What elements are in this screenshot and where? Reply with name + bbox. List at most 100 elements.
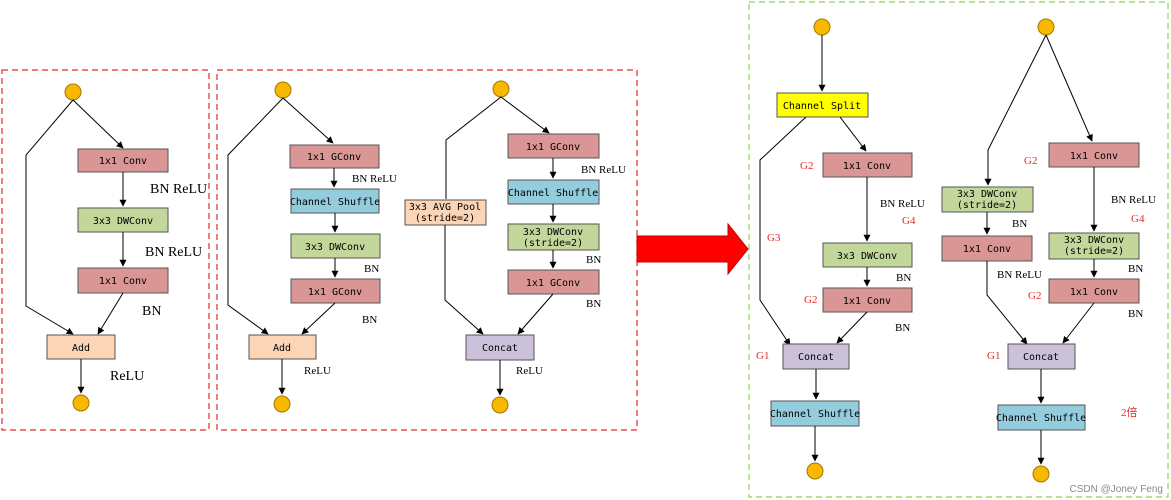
p3l-g2a: G2 [800,160,813,172]
p2l-edge [282,97,334,144]
p3r-dwconv-left-box [941,186,1034,213]
p3r-bn-left: BN [1012,218,1027,230]
transition-arrow [636,222,749,276]
p3l-conv1-label: 1x1 Conv [843,161,891,172]
p2l-output-node [273,395,291,413]
p2r-avgpool-line2: (stride=2) [415,213,475,224]
p3r-conv-left-box [941,235,1033,262]
p3l-conv2-box [822,287,913,313]
p2r-bn-relu: BN ReLU [581,164,626,176]
p1-edge [97,292,124,335]
p3r-bn2: BN [1128,308,1143,320]
p2l-bn-relu: BN ReLU [352,173,397,185]
p3r-dwconv-left-line2: (stride=2) [957,200,1017,211]
p3r-concat-box [1007,343,1076,370]
p2l-gconv2-label: 1x1 GConv [308,287,362,298]
p1-output-node [72,394,90,412]
p3l-conv2-label: 1x1 Conv [843,296,891,307]
p2r-dwconv-line2: (stride=2) [523,238,583,249]
p1-dwconv-box [77,207,169,233]
watermark: CSDN @Joney Feng [1069,484,1163,495]
p1-dwconv-label: 3x3 DWConv [93,216,153,227]
p1-conv2-label: 1x1 Conv [99,276,147,287]
p3r-output-node [1032,465,1050,483]
p3l-output-node [806,462,824,480]
p3r-dwconv-left-line1: 3x3 DWConv [957,189,1017,200]
p2r-shuffle-label: Channel Shuffle [508,188,598,199]
p2r-bn1: BN [586,254,601,266]
p3l-shortcut [759,116,807,346]
p3l-g2b: G2 [804,294,817,306]
p2r-edge [500,96,550,134]
p2r-dwconv-line1: 3x3 DWConv [523,227,583,238]
p3l-dwconv-label: 3x3 DWConv [837,251,897,262]
p3r-g2a: G2 [1024,155,1037,167]
p2l-shortcut [227,97,284,335]
p3l-concat-label: Concat [798,352,834,363]
p3r-edge [1062,302,1095,344]
p2l-input-node [274,81,292,99]
p3r-dwconv-line1: 3x3 DWConv [1064,235,1124,246]
p1-bn: BN [142,304,161,319]
p3r-bn-relu1: BN ReLU [1111,194,1156,206]
p3l-dwconv-box [822,242,913,268]
p2r-avgpool-box [404,199,487,226]
p3l-split-label: Channel Split [783,101,861,112]
p1-bn-relu2: BN ReLU [145,245,202,260]
p3r-g4: G4 [1131,213,1145,225]
p2l-bn1: BN [364,263,379,275]
p3l-g4: G4 [902,215,916,227]
p3r-concat-label: Concat [1023,352,1059,363]
p3l-concat-box [782,343,850,370]
p2r-input-node [492,80,510,98]
p2r-shortcut [445,96,502,199]
p1-shortcut [25,99,74,335]
p3l-g1: G1 [756,350,769,362]
p3r-g1: G1 [987,350,1000,362]
p3l-input-node [813,18,831,36]
p3r-note: 2倍 [1121,405,1138,419]
p3r-bn-relu-left: BN ReLU [997,269,1042,281]
panel1-border [1,69,210,431]
p2r-edge [517,293,554,335]
p3r-edge [984,34,1047,186]
p3r-edge [1045,34,1093,142]
p1-add-box [46,334,116,360]
p2l-bn2: BN [362,314,377,326]
p2r-gconv2-label: 1x1 GConv [526,278,580,289]
p3r-shuffle-label: Channel Shuffle [996,413,1086,424]
p3r-edge [986,261,1028,345]
p2r-relu: ReLU [516,365,543,377]
p2l-edge [301,302,336,335]
p1-edge [72,99,124,149]
p1-conv2-box [77,267,169,294]
p3l-bn2: BN [895,322,910,334]
p3r-input-node [1037,18,1055,36]
panel3-border [748,1,1169,498]
p1-add-label: Add [72,343,90,354]
p3l-edge [839,116,867,152]
p3l-bn-relu: BN ReLU [880,198,925,210]
p2l-shuffle-box [290,188,380,214]
p3r-bn1: BN [1128,263,1143,275]
p2r-bn2: BN [586,298,601,310]
p3r-conv-left-label: 1x1 Conv [963,244,1011,255]
p2r-gconv2-box [507,269,600,295]
p3l-bn1: BN [896,272,911,284]
p2l-shuffle-label: Channel Shuffle [290,197,380,208]
p2l-add-label: Add [273,343,291,354]
p2l-gconv1-label: 1x1 GConv [307,152,361,163]
p3l-edge [836,311,868,344]
p3r-conv2-label: 1x1 Conv [1070,287,1118,298]
p3r-dwconv-box [1048,232,1140,260]
p2r-avgpool-line1: 3x3 AVG Pool [409,202,481,213]
p2r-output-node [491,396,509,414]
p2r-edge [444,225,484,335]
p2r-gconv1-label: 1x1 GConv [526,142,580,153]
p3l-conv1-box [822,152,913,178]
p2l-dwconv-label: 3x3 DWConv [305,242,365,253]
p1-conv1-label: 1x1 Conv [99,156,147,167]
p3r-dwconv-line2: (stride=2) [1064,246,1124,257]
